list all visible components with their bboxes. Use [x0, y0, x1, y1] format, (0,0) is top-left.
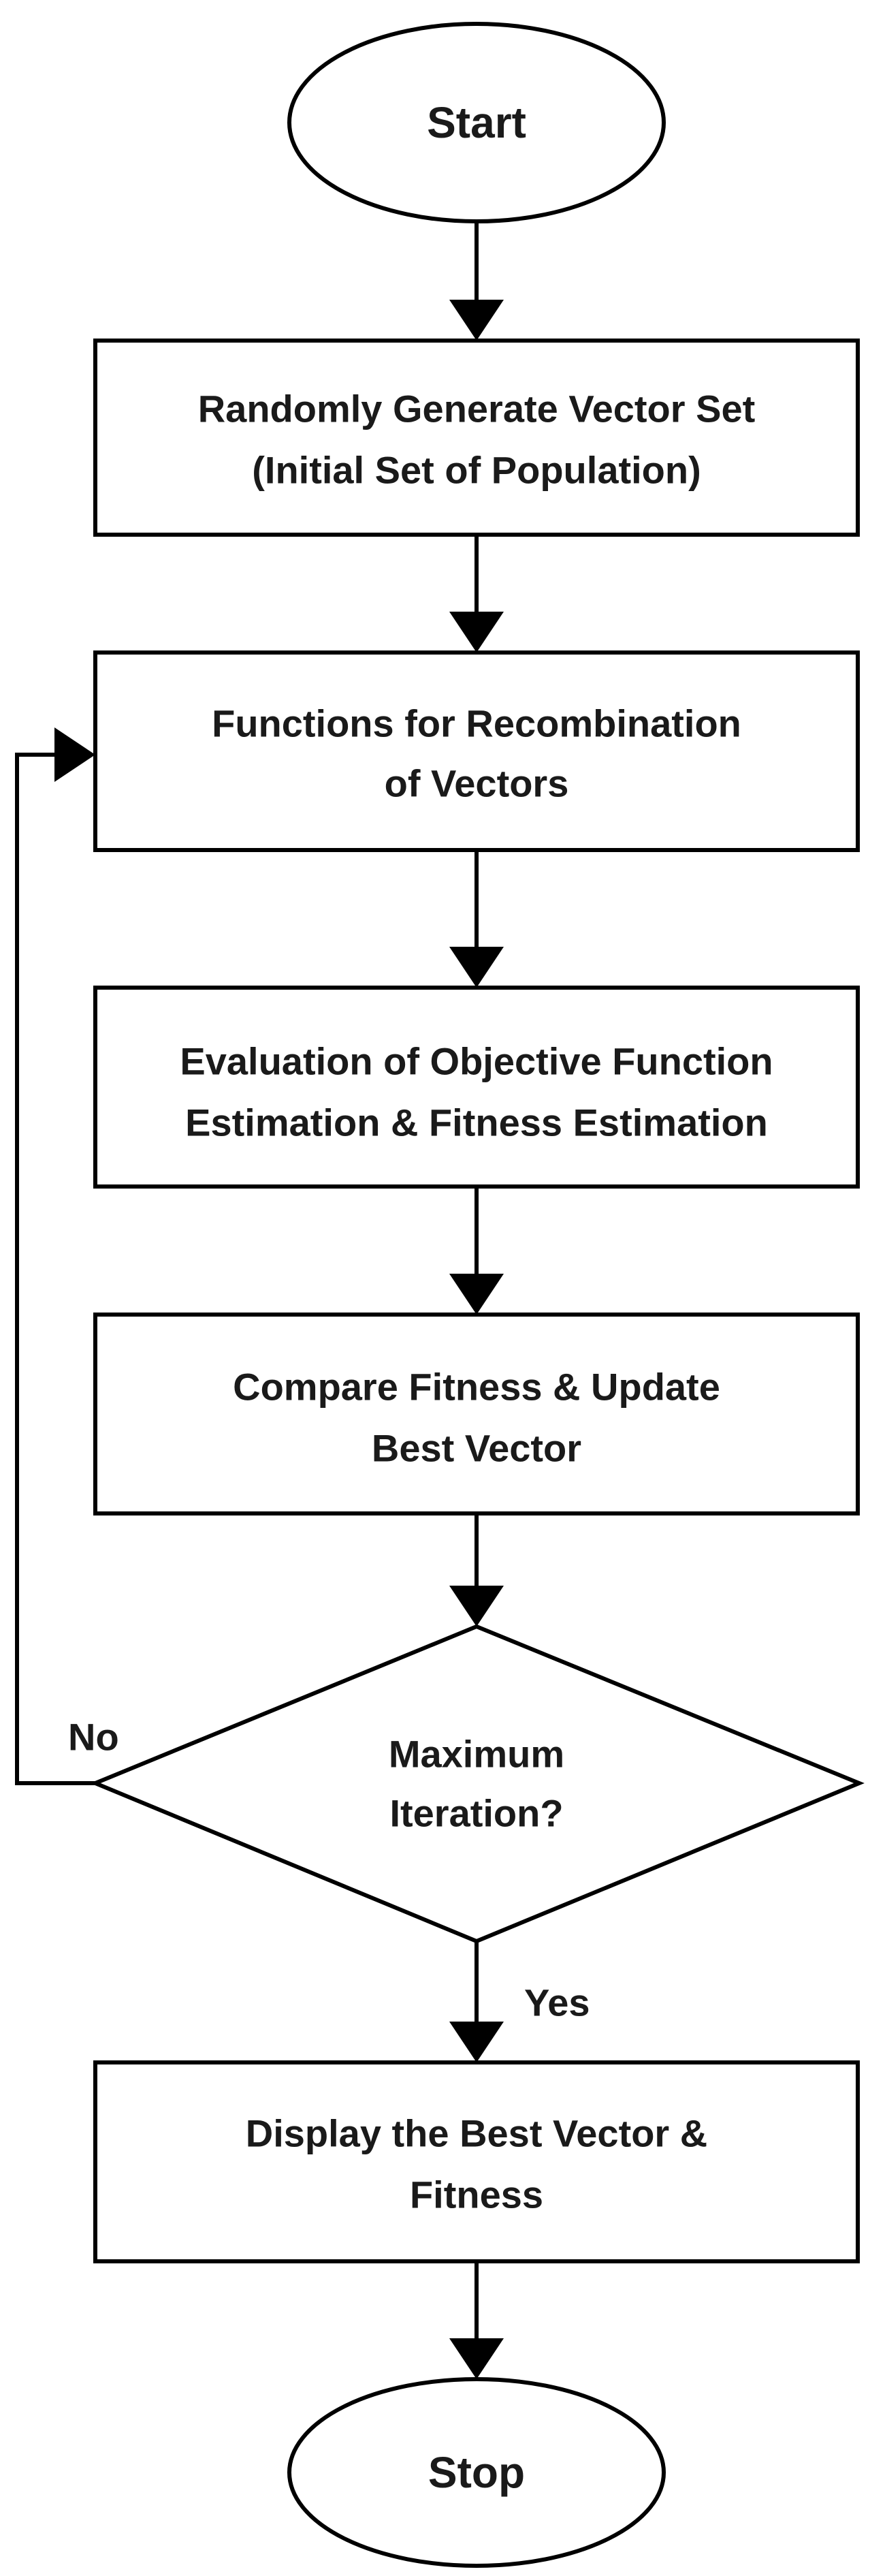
arrowhead-evaluate: [449, 947, 504, 988]
generate-label-line-2: (Initial Set of Population): [252, 449, 701, 492]
arrowhead-generate: [449, 300, 504, 341]
stop-label: Stop: [428, 2448, 525, 2497]
arrowhead-decision: [449, 1586, 504, 1627]
compare-label-line-2: Best Vector: [372, 1427, 581, 1470]
display-label-line-2: Fitness: [410, 2173, 543, 2216]
arrowhead-display: [449, 2022, 504, 2062]
decision-label-line-1: Maximum: [389, 1733, 564, 1776]
no-branch-label: No: [68, 1716, 119, 1759]
decision-label-line-2: Iteration?: [389, 1792, 563, 1835]
generate-label-line-1: Randomly Generate Vector Set: [198, 388, 756, 430]
recombine-label-line-2: of Vectors: [385, 762, 569, 805]
recombine-label-line-1: Functions for Recombination: [212, 702, 741, 745]
start-node: Start: [287, 22, 666, 223]
evaluate-process-box: Evaluation of Objective Function Estimat…: [93, 986, 860, 1189]
decision-node: Maximum Iteration?: [90, 1624, 865, 1944]
generate-process-box: Randomly Generate Vector Set (Initial Se…: [93, 339, 860, 537]
display-label-line-1: Display the Best Vector &: [246, 2112, 707, 2155]
arrowhead-stop: [449, 2338, 504, 2379]
yes-branch-label: Yes: [524, 1981, 590, 2024]
arrowhead-compare: [449, 1274, 504, 1315]
arrowhead-recombine: [449, 612, 504, 653]
evaluate-label-line-2: Estimation & Fitness Estimation: [185, 1101, 768, 1144]
compare-process-box: Compare Fitness & Update Best Vector: [93, 1313, 860, 1515]
compare-label-line-1: Compare Fitness & Update: [233, 1366, 720, 1409]
start-label: Start: [427, 98, 526, 147]
stop-node: Stop: [287, 2377, 666, 2568]
recombine-process-box: Functions for Recombination of Vectors: [93, 650, 860, 852]
evaluate-label-line-1: Evaluation of Objective Function: [180, 1040, 773, 1083]
arrowhead-loop-back: [54, 727, 95, 782]
display-process-box: Display the Best Vector & Fitness: [93, 2060, 860, 2263]
connector-loop-back: [15, 753, 95, 1785]
